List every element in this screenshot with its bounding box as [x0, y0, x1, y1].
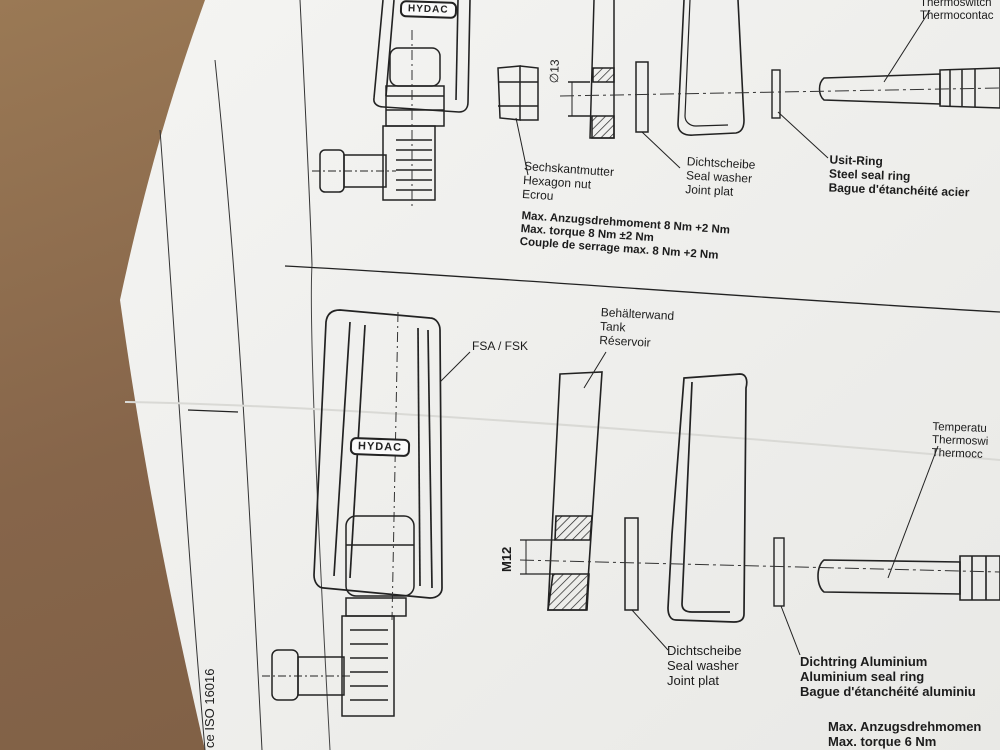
- bottom-sensor-label: Temperatu Thermoswi Thermocc: [931, 421, 989, 463]
- bottom-seal-washer-en: Seal washer: [667, 657, 739, 673]
- bottom-sensor-probe: [817, 555, 1000, 601]
- standard-note: ce ISO 16016: [202, 668, 217, 749]
- top-sensor-label: Thermoswitch Thermocontac: [920, 0, 994, 23]
- bottom-seal-washer: [624, 517, 639, 611]
- alu-ring-label: Dichtring Aluminium Aluminium seal ring …: [800, 654, 976, 700]
- top-sensor-probe: [818, 67, 1000, 109]
- bottom-brand-plate: HYDAC: [349, 436, 411, 458]
- bottom-torque-line1: Max. Anzugsdrehmomen: [828, 719, 982, 734]
- bottom-tank-wall: [520, 371, 603, 611]
- top-tank-housing: [677, 0, 745, 136]
- hex-nut-label: Sechskantmutter Hexagon nut Ecrou: [522, 159, 615, 208]
- bottom-connector: [262, 515, 415, 717]
- alu-ring-de: Dichtring Aluminium: [800, 654, 928, 669]
- top-seal-washer-label: Dichtscheibe Seal washer Joint plat: [685, 154, 756, 200]
- bottom-alu-ring: [773, 537, 785, 607]
- bottom-tank-housing: [667, 373, 748, 623]
- bottom-torque-note: Max. Anzugsdrehmomen Max. torque 6 Nm: [828, 719, 982, 750]
- top-sensor-line2: Thermocontac: [920, 10, 994, 23]
- bottom-sensor-line3: Thermocc: [931, 447, 983, 462]
- diameter-label: ∅13: [547, 59, 562, 84]
- bottom-torque-line2: Max. torque 6 Nm: [828, 733, 937, 749]
- top-steel-ring: [771, 69, 781, 119]
- model-label: FSA / FSK: [472, 339, 529, 353]
- top-hex-nut: [497, 65, 539, 121]
- top-sensor-line1: Thermoswitch: [920, 0, 992, 9]
- alu-ring-fr: Bague d'étanchéité aluminiu: [800, 683, 976, 699]
- bottom-seal-washer-fr: Joint plat: [667, 672, 720, 688]
- thread-label: M12: [499, 546, 514, 572]
- top-connector: [312, 47, 445, 201]
- tank-wall-label: Behälterwand Tank Réservoir: [599, 305, 674, 351]
- usit-ring-label: Usit-Ring Steel seal ring Bague d'étanch…: [828, 153, 970, 200]
- alu-ring-en: Aluminium seal ring: [800, 668, 925, 684]
- top-tank-wall: [568, 0, 615, 139]
- bottom-seal-washer-label: Dichtscheibe Seal washer Joint plat: [667, 643, 742, 689]
- bottom-seal-washer-de: Dichtscheibe: [667, 643, 742, 658]
- top-brand-plate: HYDAC: [399, 0, 457, 19]
